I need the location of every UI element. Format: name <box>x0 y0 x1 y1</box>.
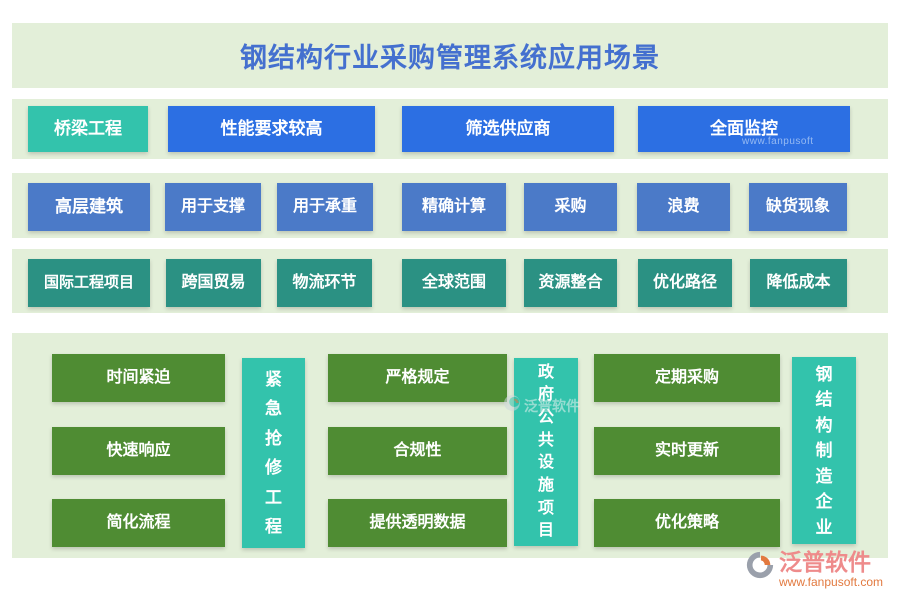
block-periodic-procurement: 定期采购 <box>594 354 780 402</box>
watermark-bottom: 泛普软件 www.fanpusoft.com <box>745 549 884 590</box>
block-precise-calculation: 精确计算 <box>402 183 506 231</box>
watermark-url-faint: www.fanpusoft <box>742 136 814 147</box>
block-high-performance-requirement: 性能要求较高 <box>168 106 375 152</box>
group-tag-steel-manufacturer-label: 钢结构制造企业 <box>815 364 833 537</box>
block-strict-regulation: 严格规定 <box>328 354 507 402</box>
block-optimize-strategy: 优化策略 <box>594 499 780 547</box>
block-reduce-cost: 降低成本 <box>750 259 847 307</box>
block-simplified-process: 简化流程 <box>52 499 225 547</box>
watermark-mid-brand: 泛普软件 <box>524 397 580 414</box>
block-waste: 浪费 <box>637 183 730 231</box>
block-compliance: 合规性 <box>328 427 507 475</box>
watermark-mid: 泛普软件 <box>503 394 580 417</box>
page-title: 钢结构行业采购管理系统应用场景 <box>240 43 660 73</box>
block-time-pressure: 时间紧迫 <box>52 354 225 402</box>
group-tag-emergency-repair: 紧急抢修工程 <box>242 358 305 548</box>
block-stockout: 缺货现象 <box>749 183 847 231</box>
block-procurement: 采购 <box>524 183 617 231</box>
block-realtime-update: 实时更新 <box>594 427 780 475</box>
group-tag-emergency-repair-label: 紧急抢修工程 <box>265 369 282 537</box>
block-international-project: 国际工程项目 <box>28 259 150 307</box>
block-logistics-link: 物流环节 <box>277 259 372 307</box>
block-for-support: 用于支撑 <box>165 183 261 231</box>
block-full-monitoring: 全面监控 <box>638 106 850 152</box>
block-optimize-route: 优化路径 <box>638 259 732 307</box>
block-resource-integration: 资源整合 <box>524 259 617 307</box>
block-highrise-building: 高层建筑 <box>28 183 150 231</box>
block-screen-suppliers: 筛选供应商 <box>402 106 614 152</box>
group-tag-steel-manufacturer: 钢结构制造企业 <box>792 357 856 544</box>
fanpu-logo-icon-faint <box>503 394 521 417</box>
title-band: 钢结构行业采购管理系统应用场景 <box>12 23 888 88</box>
watermark-url: www.fanpusoft.com <box>779 575 884 590</box>
group-tag-government-facility-label: 政府公共设施项目 <box>537 363 554 540</box>
block-bridge-engineering: 桥梁工程 <box>28 106 148 152</box>
block-transparent-data: 提供透明数据 <box>328 499 507 547</box>
block-for-load-bearing: 用于承重 <box>277 183 373 231</box>
block-fast-response: 快速响应 <box>52 427 225 475</box>
block-crossborder-trade: 跨国贸易 <box>166 259 261 307</box>
block-global-scope: 全球范围 <box>402 259 506 307</box>
watermark-brand: 泛普软件 <box>779 549 871 575</box>
group-tag-government-facility: 政府公共设施项目 <box>514 358 578 546</box>
fanpu-logo-icon <box>745 550 775 585</box>
